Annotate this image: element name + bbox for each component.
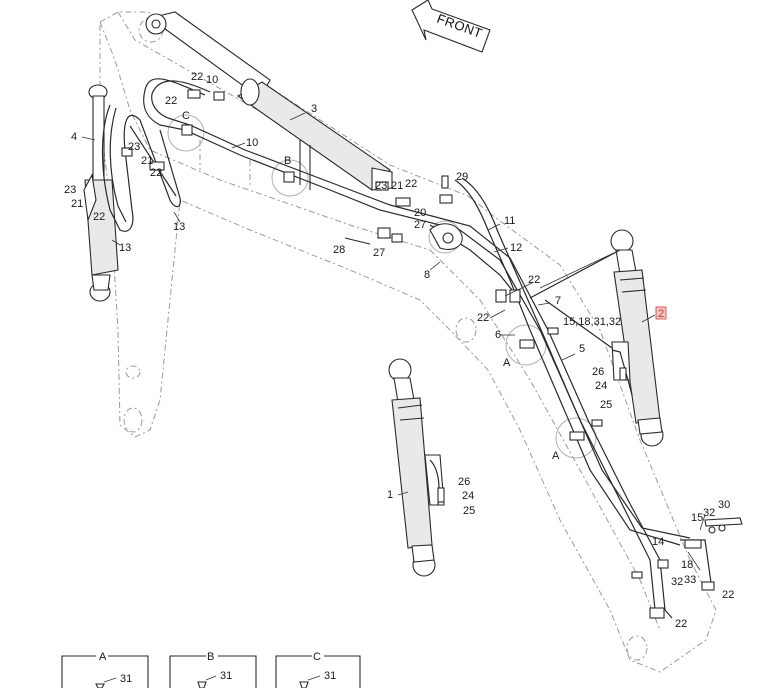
hydraulic-hoses [101, 78, 713, 619]
cylinder-1 [388, 358, 445, 577]
front-direction-arrow: FRONT [411, 0, 491, 53]
callout: 15,18,31,32 [563, 316, 621, 328]
boom-ghost-outline [99, 11, 717, 673]
callout: 32 [671, 576, 683, 588]
callout: 12 [510, 242, 522, 254]
callout: 29 [456, 171, 468, 183]
callout: 10 [246, 137, 258, 149]
callout-highlighted: 2 [658, 308, 664, 320]
callout: 22 [191, 71, 203, 83]
detail-box-b: B 31 [169, 651, 257, 688]
callout: 23 [128, 141, 140, 153]
callout: 33 [684, 574, 696, 586]
callout: 24 [462, 490, 474, 502]
callout: 22 [150, 167, 162, 179]
callout: 21 [71, 198, 83, 210]
detail-box-title: C [313, 651, 321, 663]
detail-box-title: A [99, 651, 107, 663]
callout: 22 [675, 618, 687, 630]
callout: 18 [681, 559, 693, 571]
callout: 13 [173, 221, 185, 233]
arm-cylinder-4 [83, 84, 119, 302]
callout: 21 [141, 155, 153, 167]
section-marker: C [182, 110, 190, 122]
section-marker: A [552, 450, 560, 462]
callout: 32 [703, 507, 715, 519]
callout: 14 [652, 536, 664, 548]
callout-labels: 1 2 3 4 5 6 7 8 10 10 11 12 13 13 14 15 … [64, 71, 734, 630]
callout: 27 [373, 247, 385, 259]
callout: 22 [528, 274, 540, 286]
detail-box-c: C 31 [275, 651, 361, 688]
section-marker: A [503, 357, 511, 369]
callout: 22 [93, 211, 105, 223]
highlight-box [655, 306, 667, 320]
callout: 4 [71, 131, 77, 143]
callout: 25 [600, 399, 612, 411]
callout: 15 [691, 512, 703, 524]
detail-part-label: 31 [324, 670, 336, 682]
callout: 22 [477, 312, 489, 324]
callout: 22 [722, 589, 734, 601]
callout: 3 [311, 103, 317, 115]
callout: 22 [165, 95, 177, 107]
callout: 30 [718, 499, 730, 511]
callout: 13 [119, 242, 131, 254]
detail-part-label: 31 [220, 670, 232, 682]
cylinder-2 [610, 229, 664, 447]
callout: 22 [405, 178, 417, 190]
callout: 7 [555, 295, 561, 307]
callout: 27 [414, 219, 426, 231]
callout: 1 [387, 489, 393, 501]
detail-part-label: 31 [120, 673, 132, 685]
callout: 8 [424, 269, 430, 281]
leader-lines [81, 112, 706, 571]
callout: 20 [414, 207, 426, 219]
boom-cylinder-3 [145, 11, 393, 191]
section-marker: B [284, 155, 291, 167]
detail-box-a: A 31 [61, 651, 149, 688]
callout: 6 [495, 329, 501, 341]
callout: 5 [579, 343, 585, 355]
callout: 23 [375, 180, 387, 192]
callout: 26 [458, 476, 470, 488]
callout: 11 [504, 215, 515, 227]
callout: 24 [595, 380, 607, 392]
callout: 25 [463, 505, 475, 517]
callout: 23 [64, 184, 76, 196]
callout: 21 [391, 180, 403, 192]
fittings-and-clamps [121, 89, 743, 619]
callout: 10 [206, 74, 218, 86]
callout: 28 [333, 244, 345, 256]
section-marker-labels: A A B C [182, 110, 560, 462]
callout: 26 [592, 366, 604, 378]
detail-box-title: B [207, 651, 214, 663]
